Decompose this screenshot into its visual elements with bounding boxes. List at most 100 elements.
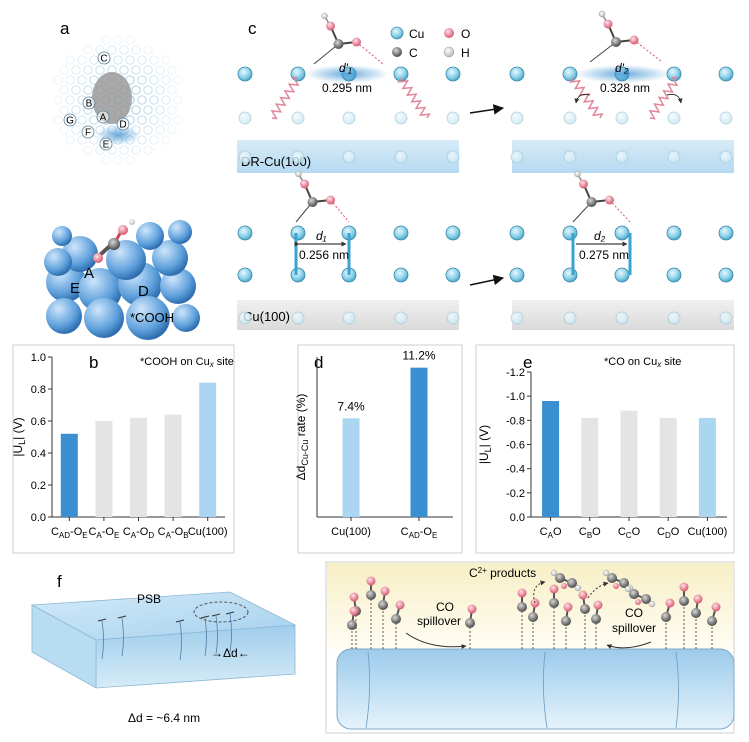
a-site-label: D [119,120,126,131]
cu-atom [562,66,578,82]
a-lattice-atom [107,45,117,55]
x-tick-label: CDO [657,526,680,540]
panel-f-letter: f [57,572,62,591]
y-tick-label: -0.4 [506,464,525,476]
cu-atom [563,150,577,164]
a-site-label: C [100,54,107,65]
a-lattice-atom [155,125,165,135]
dislocation [117,615,127,619]
c2-carbon [629,589,639,599]
a-lattice-atom [89,55,99,65]
c-dist-label-bl: d₁ [316,229,327,243]
a-lattice-atom [95,65,105,75]
a-lattice-atom [137,55,147,65]
bond [356,41,384,65]
bar [130,417,147,517]
a-lattice-atom [65,135,75,145]
co-carbon [391,614,401,624]
dislocation-line [101,620,104,660]
a-lattice-atom [155,105,165,115]
co-oxygen [517,588,527,598]
a-lattice-atom [119,45,129,55]
cu-atom [445,267,461,283]
c2-carbon [555,573,565,583]
co-oxygen [578,590,588,600]
panel-c: c Cu O C H DR-Cu(100) Cu(100) [237,10,734,330]
f-delta-d: →Δd← [211,646,250,660]
legend-c-label: C [409,46,418,60]
cu-atom [614,267,630,283]
y-tick-label: -0.8 [506,415,525,427]
a-cu-ball [44,248,72,276]
a-lattice-atom [65,75,75,85]
a-site-label: E [103,140,110,151]
cu-atom [238,311,252,325]
f-dislocations [97,611,235,661]
cu-atom [237,66,253,82]
co-oxygen [711,602,721,612]
co-oxygen [563,602,573,612]
data-label: 11.2% [402,349,435,363]
o-atom [326,21,335,31]
legend-cu-icon [390,26,404,40]
a-lattice-atom [59,85,69,95]
co-carbon [378,600,388,610]
cu-atom [445,225,461,241]
a-lattice-atom [149,135,159,145]
co-carbon [347,620,357,630]
c-cooh-adsorbate [313,12,384,65]
a-cu-ball [168,220,192,244]
a-lattice-atom [59,65,69,75]
cu-atom [290,267,306,283]
a-lattice-atom [161,115,171,125]
bond [313,43,339,65]
cu-atom [290,225,306,241]
a-lattice-atom [167,85,177,95]
cu-atom [615,150,629,164]
cu-atom [342,150,356,164]
a-lattice-atom [113,35,123,45]
a-cu-ball [172,304,200,332]
a-lattice-atom [143,65,153,75]
bar [95,421,113,517]
a-lattice-atom [53,95,63,105]
a-lattice-atom [137,135,147,145]
f-spillover-1-a: CO [436,600,454,614]
co-oxygen [349,606,359,616]
a-lattice-atom [167,105,177,115]
c2-carbon [641,594,651,604]
dislocation-line [121,617,124,657]
a-label-D: D [138,283,149,300]
a-lattice-atom [155,85,165,95]
panel-b: b *COOH on Cux site 0.00.20.40.60.81.0CA… [11,344,235,554]
c-dist-label-tl: d'₁ [339,61,352,75]
a-lattice-atom [113,155,123,165]
a-lattice-atom [65,55,75,65]
dislocation [200,615,210,619]
cu-atom [510,311,524,325]
h-atom [295,170,302,178]
c-legend: Cu O C H [390,26,470,60]
c-arrow-top [469,104,505,115]
c-atom [307,197,318,207]
a-lattice-atom [143,125,153,135]
c-surface-label-bottom: Cu(100) [243,309,290,324]
cu-atom [509,66,525,82]
dislocation [225,611,235,615]
a-site-circle [63,113,77,127]
a-lattice-atom [131,65,141,75]
c-dist-value-br: 0.275 nm [579,248,629,262]
legend-cu-label: Cu [409,27,424,41]
x-tick-label: CA-OE [88,526,119,540]
c2-hydrogen [624,585,632,593]
co-oxygen [366,576,376,586]
x-tick-label: CAO [540,526,562,540]
cu-atom [718,66,734,82]
f-psb-label: PSB [137,592,161,606]
a-lattice-atom [119,65,129,75]
panel-b-letter: b [89,353,98,372]
cu-atom [510,150,524,164]
